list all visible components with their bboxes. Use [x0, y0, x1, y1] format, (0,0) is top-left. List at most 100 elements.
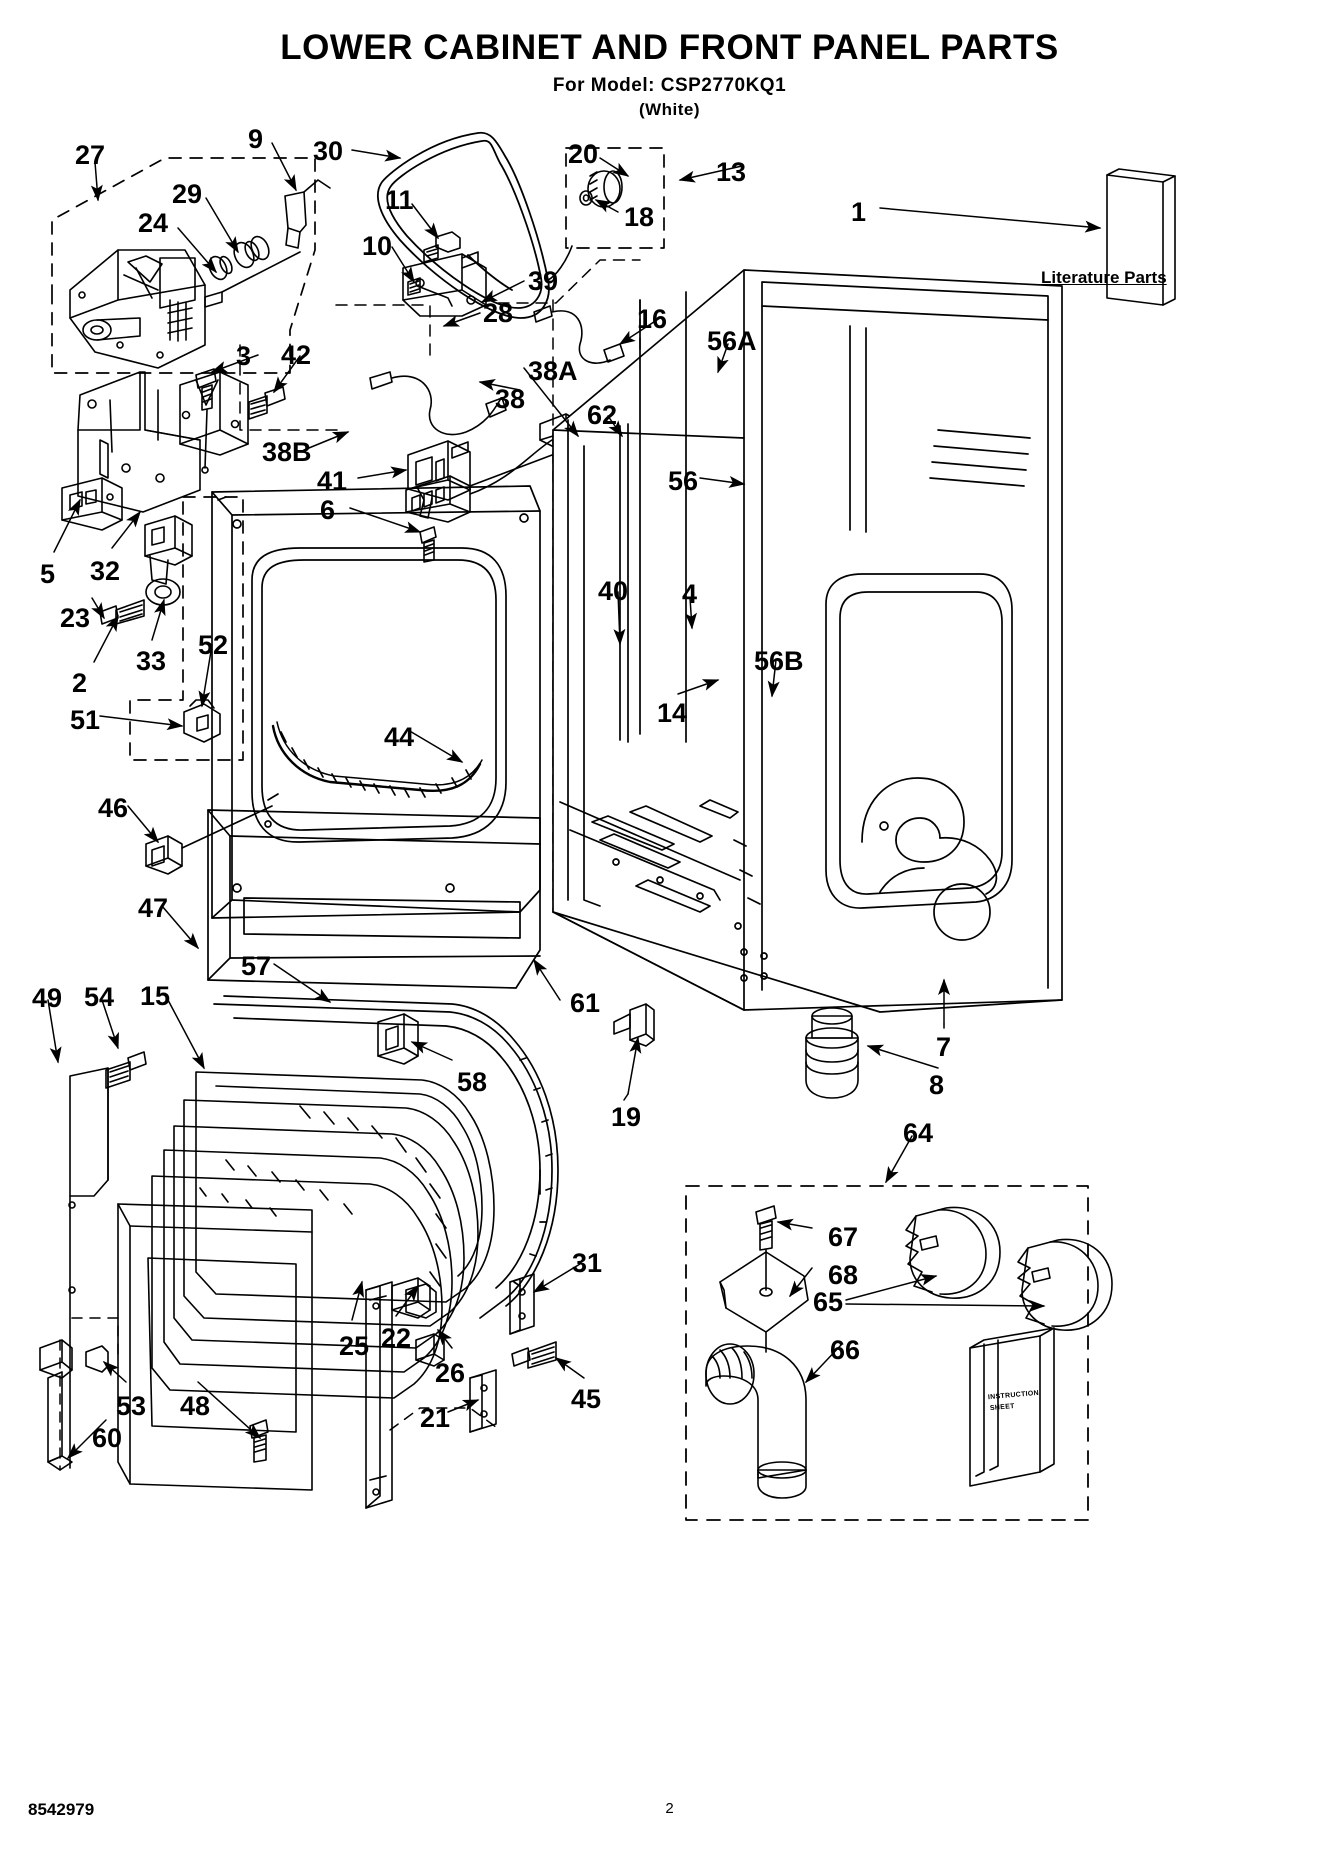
screw-54-part: [105, 1051, 147, 1089]
callout-56B: 56B: [754, 646, 804, 676]
callout-53: 53: [116, 1391, 147, 1421]
screw-23-part: [99, 599, 145, 625]
clip-19-part: [613, 1003, 655, 1047]
callout-42: 42: [281, 340, 312, 370]
callout-29: 29: [172, 179, 203, 209]
group-box-harness-a: [239, 304, 431, 431]
callout-16: 16: [637, 304, 668, 334]
panel-foot-60-part: [39, 1339, 73, 1471]
callout-60: 60: [92, 1423, 123, 1453]
callout-65: 65: [813, 1287, 844, 1317]
callout-13: 13: [716, 157, 747, 187]
callout-32: 32: [90, 556, 121, 586]
callout-15: 15: [140, 981, 171, 1011]
callout-58: 58: [457, 1067, 488, 1097]
drive-motor-part: [69, 249, 223, 369]
belt-tail: [547, 245, 573, 281]
callout-44: 44: [384, 722, 415, 752]
callout-68: 68: [828, 1260, 859, 1290]
bracket-46-part: [145, 805, 273, 875]
leader-plain: [623, 1023, 945, 1101]
front-panel-part: [211, 485, 541, 919]
callout-41: 41: [317, 466, 348, 496]
callout-45: 45: [571, 1384, 602, 1414]
literature-parts-label: Literature Parts: [1041, 268, 1167, 287]
strike-plate-31-part: [509, 1273, 535, 1335]
callout-46: 46: [98, 793, 129, 823]
callout-10: 10: [362, 231, 393, 261]
callout-6: 6: [320, 495, 336, 525]
mount-screw-42-part: [248, 386, 286, 420]
callout-26: 26: [435, 1358, 466, 1388]
door-switch-part: [61, 477, 123, 531]
callout-22: 22: [381, 1323, 412, 1353]
group-box-harness-b: [497, 259, 641, 304]
vent-kit-parts: [705, 1205, 1113, 1499]
leader-lines: [47, 142, 1102, 1460]
callout-56: 56: [668, 466, 699, 496]
strike-plate-21-part: [469, 1369, 497, 1433]
callout-62: 62: [587, 400, 618, 430]
catch-26-part: [415, 1333, 445, 1367]
group-box-motor: [51, 157, 316, 374]
mount-screw-3-part: [195, 368, 217, 474]
door-hinge-25-part: [365, 1277, 431, 1509]
group-box-lower-mid: [389, 1407, 501, 1431]
callout-21: 21: [420, 1403, 451, 1433]
idler-bracket-part: [402, 251, 487, 317]
door-panel-stack-part: [68, 1067, 495, 1491]
group-box-bracket: [129, 496, 244, 761]
striker-22-part: [405, 1283, 437, 1319]
page-title: LOWER CABINET AND FRONT PANEL PARTS: [280, 28, 1059, 67]
callout-27: 27: [75, 140, 106, 170]
callout-19: 19: [611, 1102, 642, 1132]
retainer-32-part: [144, 515, 193, 585]
callout-11: 11: [385, 185, 414, 215]
callout-57: 57: [241, 951, 272, 981]
callout-14: 14: [657, 698, 688, 728]
door-seal-57-part: [213, 995, 559, 1319]
callout-1: 1: [851, 197, 867, 227]
callout-8: 8: [929, 1070, 945, 1100]
callout-39: 39: [528, 266, 559, 296]
door-handle-58-part: [377, 1013, 419, 1065]
callout-51: 51: [70, 705, 101, 735]
callout-23: 23: [60, 603, 91, 633]
callout-66: 66: [830, 1335, 861, 1365]
callout-47: 47: [138, 893, 169, 923]
callout-30: 30: [313, 136, 344, 166]
idler-screw-part: [423, 231, 461, 263]
wire-16-part: [533, 305, 625, 364]
callout-24: 24: [138, 208, 169, 238]
callout-54: 54: [84, 982, 115, 1012]
cabinet-body-part: [552, 269, 1063, 1013]
callout-20: 20: [568, 139, 599, 169]
callout-38A: 38A: [528, 356, 578, 386]
group-box-pulley: [565, 147, 665, 249]
leveling-leg-part: [805, 1007, 859, 1099]
callout-3: 3: [236, 341, 252, 371]
callout-48: 48: [180, 1391, 211, 1421]
callout-64: 64: [903, 1118, 934, 1148]
lower-front-panel-part: [207, 793, 541, 989]
form-code: 8542979: [28, 1800, 95, 1819]
callout-38B: 38B: [262, 437, 312, 467]
callout-4: 4: [682, 579, 698, 609]
bushing-53-part: [85, 1345, 109, 1373]
group-box-vent-kit: [685, 1185, 1089, 1521]
callout-56A: 56A: [707, 326, 757, 356]
callout-38: 38: [495, 384, 526, 414]
callout-40: 40: [598, 576, 629, 606]
color-note: (White): [638, 100, 701, 119]
callout-9: 9: [248, 124, 264, 154]
idler-pulley-part: [579, 170, 623, 208]
wire-harness-28-part: [369, 371, 507, 436]
callout-7: 7: [936, 1032, 952, 1062]
callout-18: 18: [624, 202, 655, 232]
callout-28: 28: [483, 298, 514, 328]
screw-48-part: [249, 1419, 269, 1463]
callout-2: 2: [72, 668, 88, 698]
idler-lever-part: [284, 179, 331, 249]
